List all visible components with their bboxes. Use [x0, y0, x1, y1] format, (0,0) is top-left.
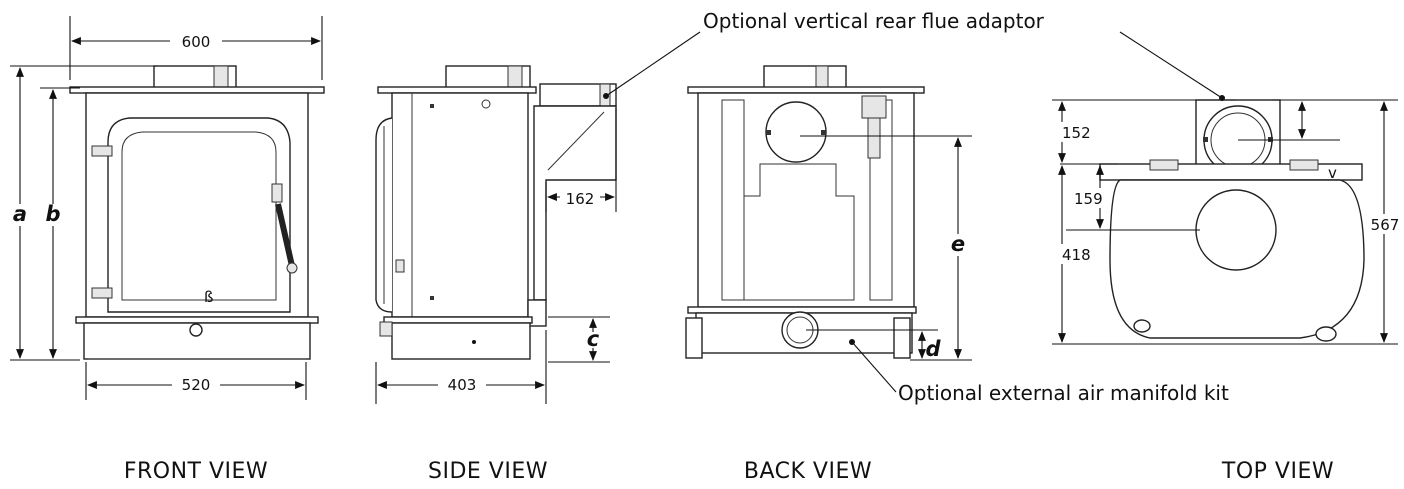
- stove-door: [107, 117, 291, 313]
- dim-418: 418: [1062, 246, 1091, 264]
- front-view: ß: [69, 65, 325, 360]
- dim-152: 152: [1062, 124, 1091, 142]
- dim-159: 159: [1074, 190, 1103, 208]
- dim-162: 162: [566, 190, 595, 208]
- dim-520: 520: [182, 376, 211, 394]
- dim-600: 600: [182, 33, 211, 51]
- callout-flue-adaptor-text: Optional vertical rear flue adaptor: [703, 9, 1045, 33]
- dim-label-a: a: [13, 202, 27, 226]
- caption-back-view: BACK VIEW: [744, 459, 872, 484]
- caption-side-view: SIDE VIEW: [428, 459, 548, 484]
- dim-label-b: b: [45, 202, 60, 226]
- caption-front-view: FRONT VIEW: [124, 459, 268, 484]
- svg-text:v: v: [1328, 164, 1337, 182]
- callout-air-manifold-text: Optional external air manifold kit: [898, 381, 1229, 405]
- callout-air-manifold: Optional external air manifold kit: [849, 339, 1229, 405]
- back-dimensions: e d: [800, 135, 972, 361]
- front-dimensions: 600 a b 520: [10, 16, 323, 400]
- callout-flue-adaptor: Optional vertical rear flue adaptor: [603, 9, 1225, 101]
- side-view: [375, 65, 617, 360]
- side-dimensions: 162 403 c: [375, 108, 617, 404]
- dim-label-c: c: [587, 327, 600, 351]
- svg-text:ß: ß: [204, 288, 213, 306]
- top-view: v: [1099, 99, 1365, 342]
- dim-label-e: e: [951, 232, 965, 256]
- dim-567: 567: [1371, 216, 1400, 234]
- dim-label-d: d: [925, 337, 941, 361]
- dim-403: 403: [448, 376, 477, 394]
- top-dimensions: 567 152 418 159: [1052, 99, 1404, 345]
- caption-top-view: TOP VIEW: [1221, 459, 1334, 484]
- back-view: [685, 65, 925, 359]
